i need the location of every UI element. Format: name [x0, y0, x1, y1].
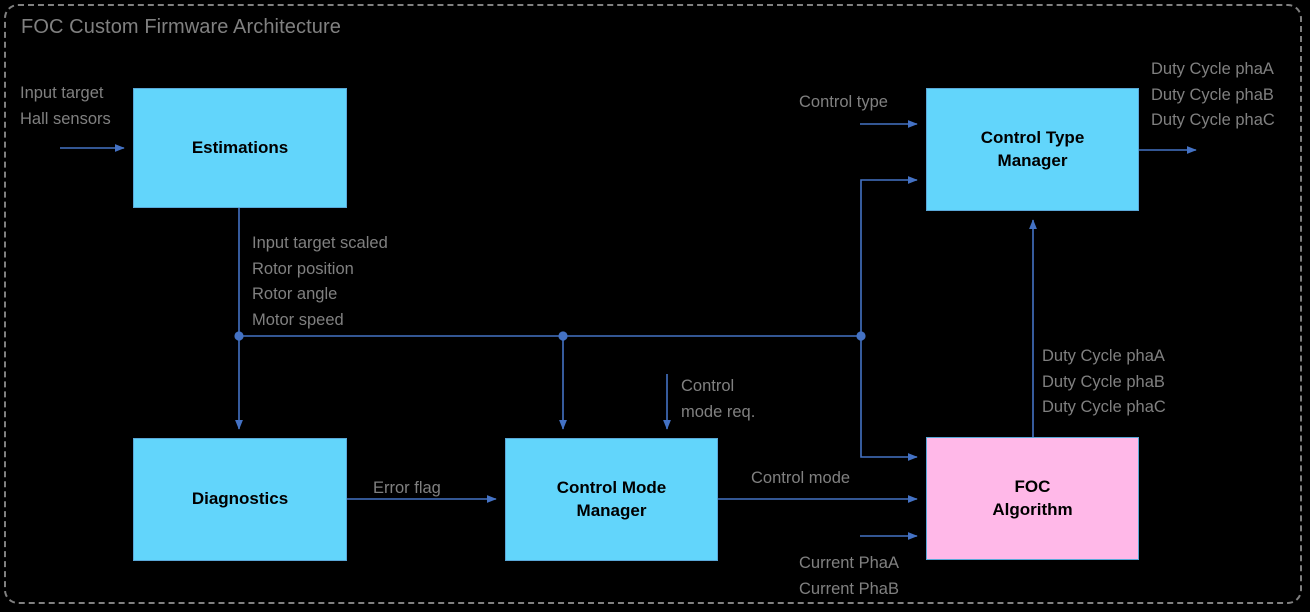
label-input-target-scaled: Input target scaled [252, 234, 388, 252]
wire-bus-to-foc-algorithm [860, 336, 918, 461]
block-estimations-label: Estimations [191, 137, 289, 157]
label-hall-sensors: Hall sensors [20, 109, 111, 128]
label-estimations-bus-signals: Input target scaled Rotor position Rotor… [252, 231, 388, 333]
junction-dot-control-mode [558, 331, 568, 341]
label-duty-out-phab: Duty Cycle phaB [1151, 85, 1274, 104]
block-control-mode-manager-label-line1: Control Mode [556, 478, 667, 498]
label-control-type: Control type [799, 93, 888, 111]
label-current-phab: Current PhaB [799, 579, 899, 598]
label-current-phaa: Current PhaA [799, 554, 899, 572]
junction-dot-estimations [234, 331, 244, 341]
label-rotor-position: Rotor position [252, 259, 354, 278]
label-rotor-angle: Rotor angle [252, 285, 338, 304]
block-foc-algorithm-label-line2: Algorithm [992, 499, 1073, 519]
label-duty-cycle-feedback: Duty Cycle phaA Duty Cycle phaB Duty Cyc… [1042, 344, 1166, 421]
block-control-type-manager-label-line1: Control Type [980, 128, 1085, 148]
diagram-title: FOC Custom Firmware Architecture [21, 16, 341, 38]
label-control-mode: Control mode [751, 469, 851, 487]
label-duty-out-phaa: Duty Cycle phaA [1151, 60, 1274, 78]
block-foc-algorithm-label-line1: FOC [1014, 477, 1051, 497]
block-diagnostics-label: Diagnostics [191, 489, 289, 509]
label-duty-fb-phaa: Duty Cycle phaA [1042, 347, 1165, 365]
block-estimations[interactable]: Estimations [133, 88, 347, 208]
block-control-type-manager[interactable]: Control Type Manager [926, 88, 1139, 211]
label-control-mode-req-line1: Control [681, 377, 735, 395]
block-control-type-manager-label-line2: Manager [997, 150, 1068, 170]
junction-dot-right [856, 331, 866, 341]
label-control-mode-req: Control mode req. [681, 374, 755, 425]
label-motor-speed: Motor speed [252, 310, 344, 329]
block-diagnostics[interactable]: Diagnostics [133, 438, 347, 561]
label-control-mode-req-line2: mode req. [681, 402, 756, 421]
label-duty-fb-phac: Duty Cycle phaC [1042, 398, 1166, 417]
label-input-signals: Input target Hall sensors [20, 81, 111, 132]
block-control-mode-manager[interactable]: Control Mode Manager [505, 438, 718, 561]
label-current-inputs: Current PhaA Current PhaB [799, 551, 899, 602]
label-duty-cycle-output: Duty Cycle phaA Duty Cycle phaB Duty Cyc… [1151, 57, 1275, 134]
label-duty-fb-phab: Duty Cycle phaB [1042, 372, 1165, 391]
block-foc-algorithm[interactable]: FOC Algorithm [926, 437, 1139, 560]
block-control-mode-manager-label-line2: Manager [576, 500, 647, 520]
label-input-target: Input target [20, 84, 104, 102]
wire-bus-to-control-type-manager [860, 176, 918, 336]
label-error-flag: Error flag [373, 479, 441, 497]
label-duty-out-phac: Duty Cycle phaC [1151, 111, 1275, 130]
